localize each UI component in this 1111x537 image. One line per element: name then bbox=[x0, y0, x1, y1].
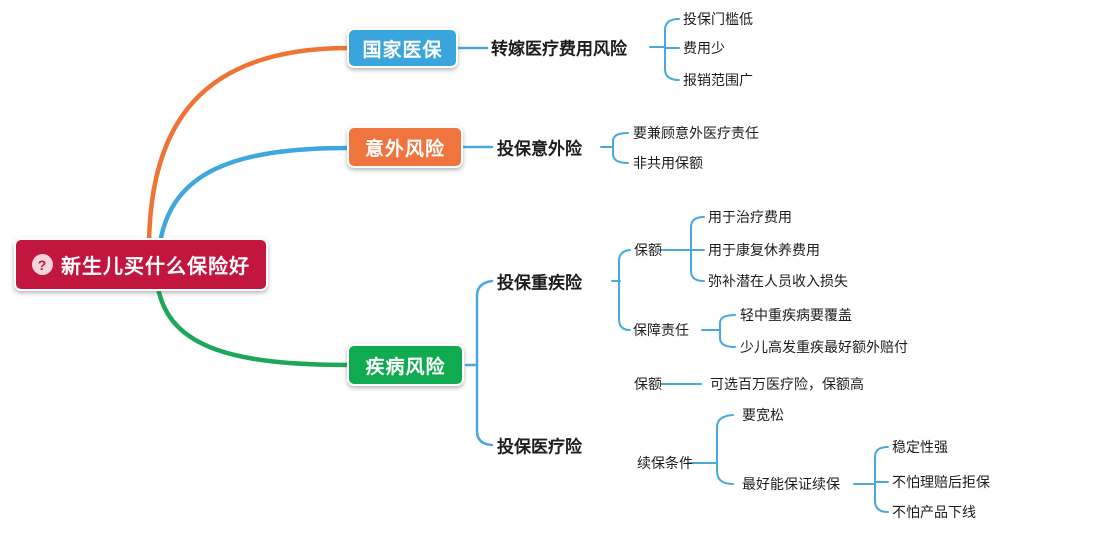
node-ci-coverage-amount[interactable]: 保额 bbox=[634, 242, 662, 258]
node-mi-coverage-amount[interactable]: 保额 bbox=[634, 376, 662, 392]
brace-disease-children bbox=[475, 279, 494, 447]
leaf-no-claim-rejection[interactable]: 不怕理赔后拒保 bbox=[892, 474, 990, 490]
node-guaranteed-renewal[interactable]: 最好能保证续保 bbox=[742, 476, 840, 492]
brace-transfer-risk-children bbox=[664, 18, 680, 81]
curve-root-to-national-medicare bbox=[146, 45, 352, 246]
leaf-extra-payout-child-illness[interactable]: 少儿高发重疾最好额外赔付 bbox=[740, 339, 908, 355]
leaf-million-medical[interactable]: 可选百万医疗险，保额高 bbox=[710, 376, 864, 392]
leaf-treatment-cost[interactable]: 用于治疗费用 bbox=[708, 209, 792, 225]
leaf-accident-medical-liability[interactable]: 要兼顾意外医疗责任 bbox=[633, 125, 759, 141]
leaf-stability[interactable]: 稳定性强 bbox=[892, 439, 948, 455]
leaf-cover-mild-to-severe[interactable]: 轻中重疾病要覆盖 bbox=[740, 307, 852, 323]
brace-ci-coverage-children bbox=[690, 216, 705, 282]
branch-national-medicare-label: 国家医保 bbox=[362, 39, 443, 61]
branch-accident-risk[interactable]: 意外风险 bbox=[347, 126, 463, 168]
leaf-no-product-discontinue[interactable]: 不怕产品下线 bbox=[892, 504, 976, 520]
leaf-low-threshold[interactable]: 投保门槛低 bbox=[683, 11, 753, 27]
leaf-low-cost[interactable]: 费用少 bbox=[683, 40, 725, 56]
branch-national-medicare[interactable]: 国家医保 bbox=[347, 28, 458, 68]
node-coverage-liability[interactable]: 保障责任 bbox=[633, 322, 689, 338]
leaf-income-loss[interactable]: 弥补潜在人员收入损失 bbox=[708, 273, 848, 289]
root-node-label: 新生儿买什么保险好 bbox=[61, 256, 250, 278]
node-buy-medical-insurance[interactable]: 投保医疗险 bbox=[497, 437, 582, 457]
node-transfer-medical-cost-risk[interactable]: 转嫁医疗费用风险 bbox=[491, 39, 627, 59]
leaf-non-shared-coverage[interactable]: 非共用保额 bbox=[633, 155, 703, 171]
brace-guaranteed-renewal-children bbox=[874, 446, 889, 513]
brace-liability-children bbox=[719, 314, 736, 348]
branch-accident-risk-label: 意外风险 bbox=[364, 138, 445, 160]
node-buy-accident-insurance[interactable]: 投保意外险 bbox=[497, 139, 582, 159]
leaf-wide-reimbursement[interactable]: 报销范围广 bbox=[683, 72, 753, 88]
brace-buy-ci-children bbox=[618, 249, 631, 331]
root-node[interactable]: ? 新生儿买什么保险好 bbox=[14, 238, 268, 291]
node-buy-critical-illness-insurance[interactable]: 投保重疾险 bbox=[497, 273, 582, 293]
branch-disease-risk[interactable]: 疾病风险 bbox=[347, 344, 464, 386]
leaf-recovery-cost[interactable]: 用于康复休养费用 bbox=[708, 242, 820, 258]
brace-renewal-children bbox=[716, 414, 734, 485]
question-mark-icon: ? bbox=[32, 254, 53, 275]
brace-buy-accident-children bbox=[612, 132, 629, 164]
leaf-lenient[interactable]: 要宽松 bbox=[742, 407, 784, 423]
curve-root-to-accident-risk bbox=[157, 145, 352, 246]
curve-root-to-disease-risk bbox=[155, 285, 353, 368]
branch-disease-risk-label: 疾病风险 bbox=[365, 356, 446, 378]
node-renewal-conditions[interactable]: 续保条件 bbox=[637, 455, 693, 471]
